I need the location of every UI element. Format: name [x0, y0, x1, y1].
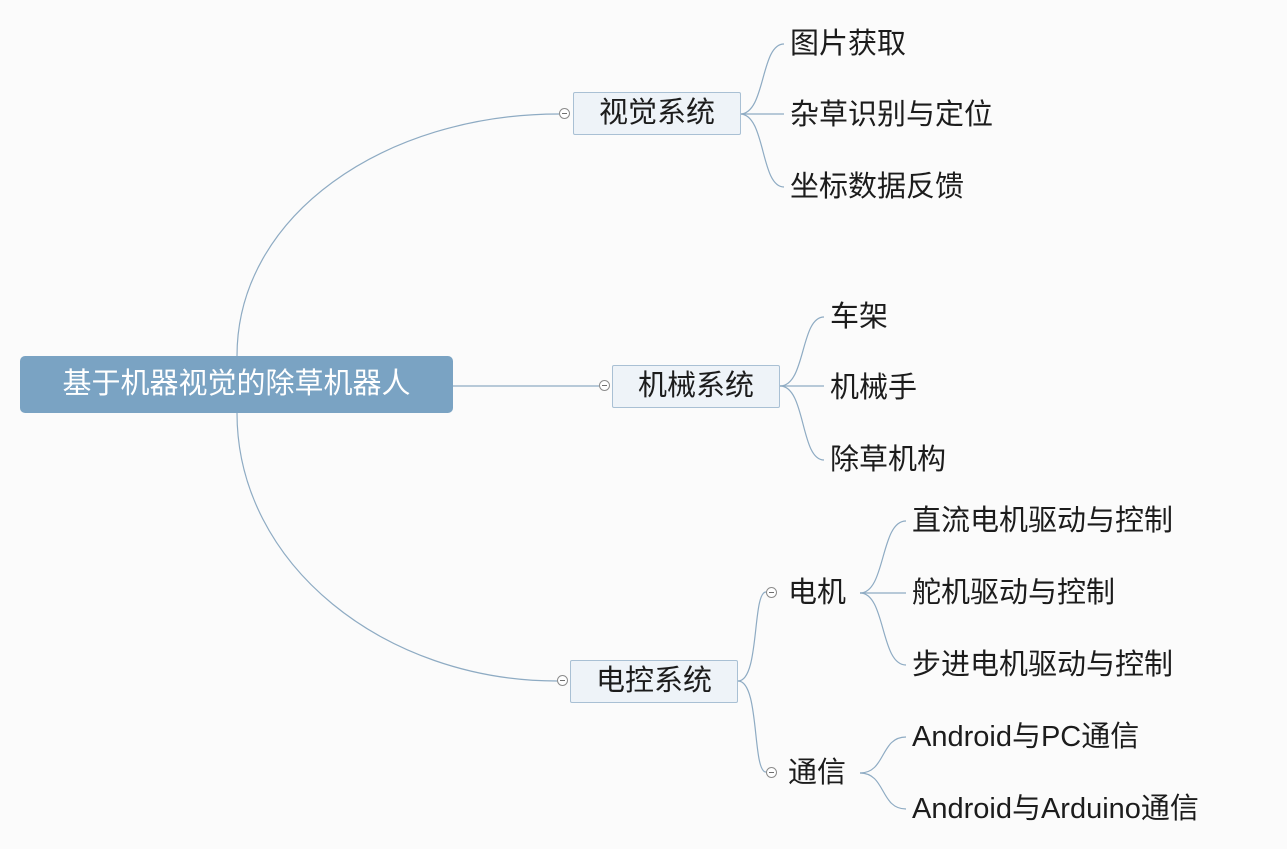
collapse-icon[interactable] — [557, 675, 568, 686]
connector-comm-child-1 — [859, 736, 907, 774]
connector-elec-comm — [737, 680, 767, 773]
subtopic-mech-3[interactable]: 除草机构 — [830, 444, 947, 476]
connector-elec-motor — [737, 591, 767, 682]
subtopic-comm[interactable]: 通信 — [788, 757, 847, 789]
subtopic-motor-2[interactable]: 舵机驱动与控制 — [912, 577, 1116, 609]
connector-motor-child-1 — [859, 520, 907, 594]
connector-vision-child-1 — [739, 43, 785, 115]
subtopic-motor-1[interactable]: 直流电机驱动与控制 — [912, 505, 1174, 537]
connector-root-electrical — [236, 412, 558, 682]
connector-vision-child-3 — [739, 113, 785, 188]
subtopic-mech-1[interactable]: 车架 — [830, 301, 889, 333]
subtopic-mech-2[interactable]: 机械手 — [830, 372, 918, 404]
subtopic-motor[interactable]: 电机 — [788, 577, 847, 609]
subtopic-motor-3[interactable]: 步进电机驱动与控制 — [912, 649, 1174, 681]
collapse-icon[interactable] — [766, 587, 777, 598]
connector-root-vision — [236, 113, 560, 357]
subtopic-vision-1[interactable]: 图片获取 — [790, 28, 907, 60]
collapse-icon[interactable] — [599, 380, 610, 391]
main-topic-electrical[interactable]: 电控系统 — [570, 660, 738, 703]
subtopic-vision-3[interactable]: 坐标数据反馈 — [790, 171, 965, 203]
collapse-icon[interactable] — [559, 108, 570, 119]
subtopic-vision-2[interactable]: 杂草识别与定位 — [790, 99, 994, 131]
subtopic-comm-2[interactable]: Android与Arduino通信 — [912, 793, 1199, 825]
subtopic-comm-1[interactable]: Android与PC通信 — [912, 721, 1140, 753]
main-topic-mechanical[interactable]: 机械系统 — [612, 365, 780, 408]
connector-mech-child-1 — [779, 316, 825, 387]
main-topic-vision[interactable]: 视觉系统 — [573, 92, 741, 135]
connector-mech-child-3 — [779, 385, 825, 461]
collapse-icon[interactable] — [766, 767, 777, 778]
connector-motor-child-3 — [859, 592, 907, 666]
connector-comm-child-2 — [859, 772, 907, 810]
root-topic[interactable]: 基于机器视觉的除草机器人 — [20, 356, 453, 413]
